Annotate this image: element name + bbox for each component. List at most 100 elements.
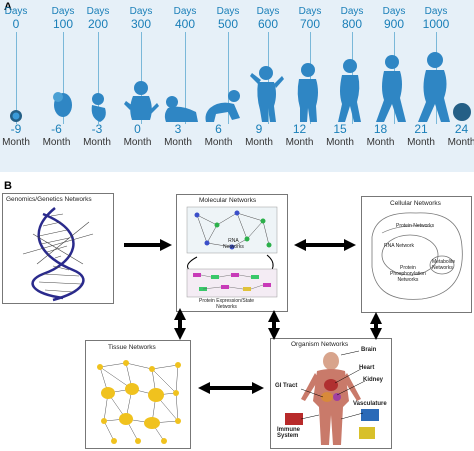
month-word: Month [204,137,233,148]
days-word: Days [298,6,322,17]
month-value: -6 [51,122,62,136]
molecular-rna-label: RNA Networks [223,238,244,250]
month-value: -9 [10,122,22,136]
days-word: Days [382,6,406,17]
organism-title: Organism Networks [291,341,349,348]
month-value: 6 [215,122,222,136]
development-silhouettes [10,52,471,122]
cellular-title: Cellular Networks [390,200,441,207]
month-word: Month [285,137,314,148]
molecular-networks-box: Molecular Networks R [176,194,288,312]
month-word: Month [326,137,354,148]
month-value: -3 [91,122,103,136]
embryo-silhouette [53,92,72,117]
days-value: 600 [257,17,279,31]
newborn-silhouette [124,81,159,120]
days-value: 100 [52,17,74,31]
days-word: Days [424,6,448,17]
timeline-guide-line [98,32,99,124]
days-value: 700 [299,17,321,31]
genomics-title: Genomics/Genetics Networks [6,196,92,203]
month-value: 21 [414,122,428,136]
timeline-guide-line [185,32,186,124]
month-value: 24 [454,122,469,136]
molecular-network-graphic [186,206,278,298]
month-word: Month [2,137,30,148]
lying-baby-silhouette [164,96,198,122]
days-value: 300 [130,17,152,31]
days-value: 400 [174,17,196,31]
month-word: Month [245,137,273,148]
month-value: 18 [373,122,388,136]
dna-helix-graphic [22,207,94,302]
month-word: Month [164,137,192,148]
cellular-networks-box: Cellular Networks Protein Networks RNA N… [361,196,472,313]
tissue-network-graphic [97,360,181,444]
days-value: 900 [383,17,405,31]
days-word: Days [51,6,75,17]
organism-networks-box: Organism Networks Brain Heart Kidney GI … [270,338,392,449]
child-silhouette [376,55,406,122]
month-value: 3 [174,122,182,136]
zygote-silhouette [10,110,22,122]
timeline-guide-line [310,32,311,124]
days-word: Days [86,6,110,17]
organism-heart-label: Heart [359,365,375,371]
month-word: Month [42,137,71,148]
tissue-title: Tissue Networks [108,344,156,351]
timeline-guide-line [141,32,142,124]
month-word: Month [447,137,474,148]
days-word: Days [129,6,153,17]
panel-b-letter: B [4,180,12,192]
organism-immune-label: Immune System [277,427,301,439]
organism-vasculature-label: Vasculature [353,401,387,407]
month-value: 9 [255,122,263,136]
fetus-silhouette [91,93,106,122]
month-value: 12 [292,122,307,136]
days-value: 200 [87,17,109,31]
ball-icon [453,103,471,121]
panel-a-letter: A [4,1,12,13]
cell-graphic [371,212,463,300]
cellular-metabolite-label: Metabolite Networks [432,259,456,271]
tissue-networks-box: Tissue Networks [85,340,191,449]
walking-toddler-silhouette [338,59,361,122]
crawling-baby-silhouette [205,90,240,122]
organism-brain-label: Brain [361,347,377,353]
month-value: 15 [333,122,347,136]
month-word: Month [83,137,111,148]
timeline-guide-line [63,32,64,124]
days-word: Days [256,6,280,17]
human-body-graphic [285,350,379,445]
cellular-protein-label: Protein Networks [396,223,435,229]
timeline-guide-line [228,32,229,124]
cellular-phospho-label: Protein Phosphorylation Networks [390,265,426,283]
child-with-ball-silhouette [418,52,471,122]
month-word: Month [123,137,152,148]
timeline-guide-line [16,32,17,124]
days-value: 1000 [422,17,450,31]
